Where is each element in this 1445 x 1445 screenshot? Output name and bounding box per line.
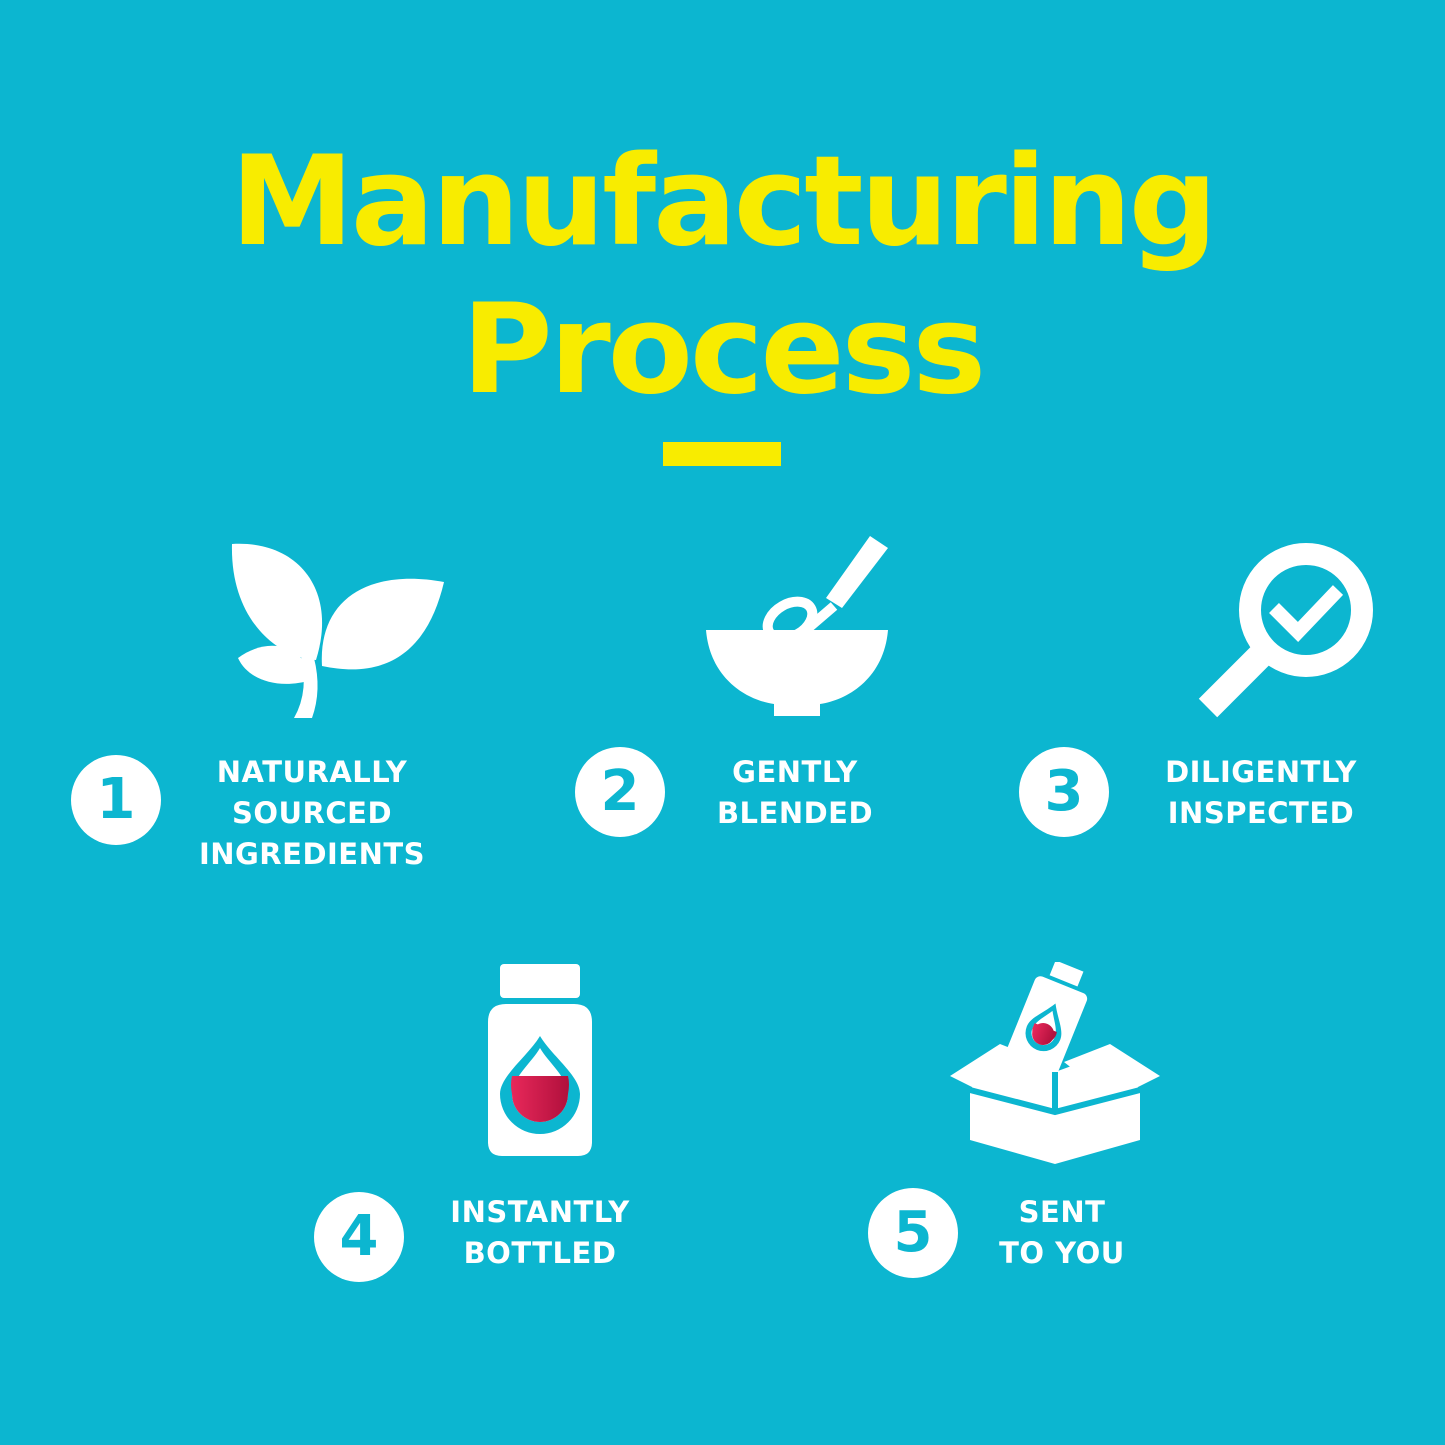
- step-5-line-1: SENT: [1018, 1195, 1106, 1229]
- plant-leaves-icon: [231, 543, 444, 718]
- step-1-label: NATURALLY SOURCED INGREDIENTS: [170, 752, 454, 875]
- step-1-line-1: NATURALLY: [216, 755, 408, 789]
- title-line-1: Manufacturing: [230, 130, 1218, 274]
- step-3-line-2: INSPECTED: [1167, 796, 1355, 830]
- step-1-line-2: SOURCED: [231, 796, 393, 830]
- step-1-number: 1: [71, 755, 161, 845]
- step-5-line-2: TO YOU: [999, 1236, 1125, 1270]
- box-bottle-icon: [950, 962, 1160, 1164]
- step-4-label: INSTANTLY BOTTLED: [420, 1192, 660, 1274]
- page-title: Manufacturing Process: [0, 128, 1445, 424]
- step-2-label: GENTLY BLENDED: [680, 752, 910, 834]
- step-1-line-3: INGREDIENTS: [198, 837, 426, 871]
- step-4-line-2: BOTTLED: [463, 1236, 617, 1270]
- step-3-number: 3: [1019, 747, 1109, 837]
- step-4-line-1: INSTANTLY: [450, 1195, 630, 1229]
- title-underline: [663, 442, 781, 466]
- step-2-line-1: GENTLY: [732, 755, 858, 789]
- step-3-label: DILIGENTLY INSPECTED: [1140, 752, 1382, 834]
- step-2-line-2: BLENDED: [716, 796, 874, 830]
- title-line-2: Process: [461, 278, 986, 422]
- step-5-number: 5: [868, 1188, 958, 1278]
- step-5-label: SENT TO YOU: [972, 1192, 1152, 1274]
- mixing-bowl-whisk-icon: [706, 536, 888, 716]
- step-4-number: 4: [314, 1192, 404, 1282]
- step-2-number: 2: [575, 747, 665, 837]
- bottle-drop-icon: [488, 964, 592, 1156]
- magnifier-check-icon: [1198, 543, 1373, 718]
- step-3-line-1: DILIGENTLY: [1165, 755, 1357, 789]
